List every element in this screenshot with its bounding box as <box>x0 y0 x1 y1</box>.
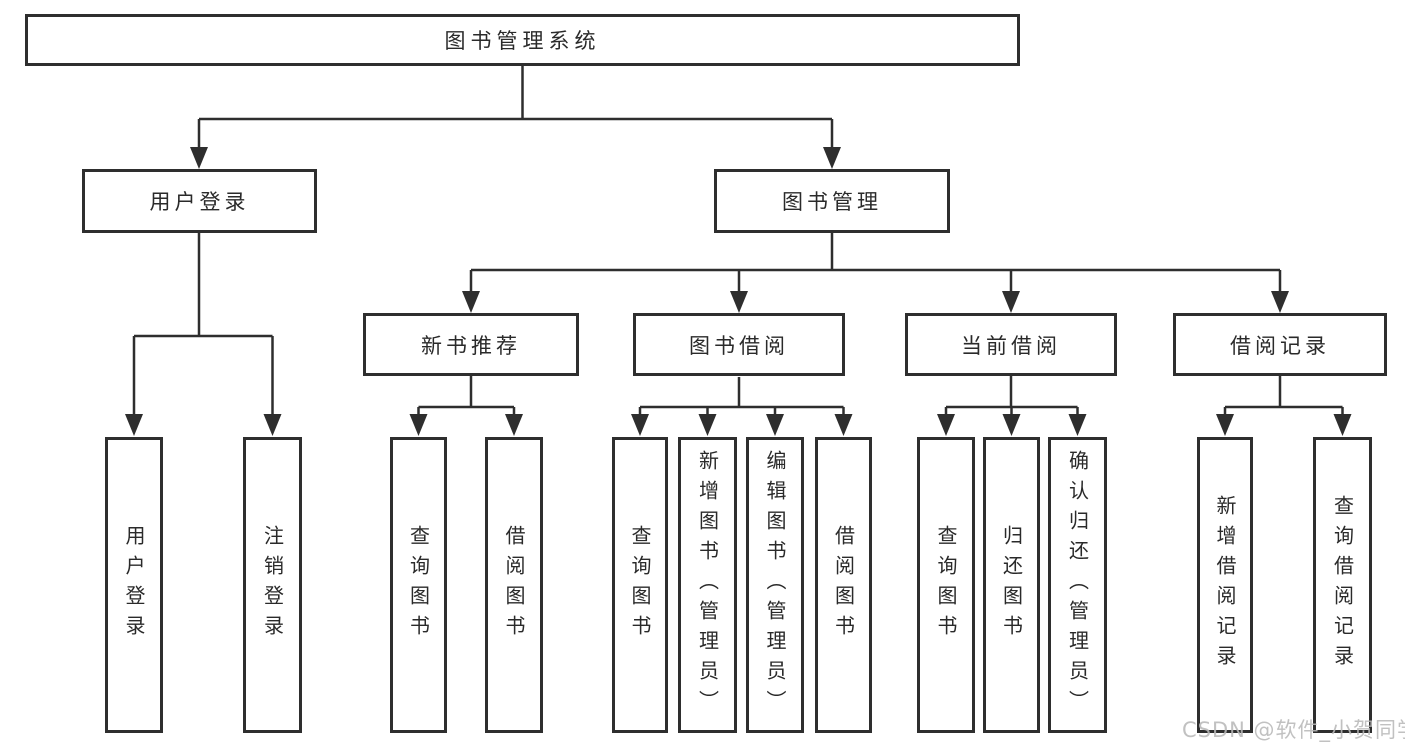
node-label: 用户登录 <box>122 525 146 645</box>
node-leaf-borrow-book-2: 借阅图书 <box>815 437 872 733</box>
node-label: 图书借阅 <box>689 333 789 358</box>
node-label: 用户登录 <box>149 190 250 214</box>
arrow-down-icon <box>190 147 208 169</box>
arrow-down-icon <box>631 414 649 436</box>
arrow-down-icon <box>462 291 480 313</box>
arrow-down-icon <box>1333 414 1352 436</box>
node-leaf-query-book-2: 查询图书 <box>612 437 668 733</box>
node-leaf-borrow-book-1: 借阅图书 <box>485 437 543 733</box>
node-label: 查询借阅记录 <box>1330 495 1355 675</box>
node-root-library-system: 图书管理系统 <box>25 14 1020 66</box>
arrow-stub-lines <box>132 119 1344 419</box>
arrow-down-icon <box>823 147 841 169</box>
arrow-down-icon <box>1216 414 1234 436</box>
node-leaf-query-book-1: 查询图书 <box>390 437 447 733</box>
node-label: 查询图书 <box>628 525 652 645</box>
node-leaf-query-book-3: 查询图书 <box>917 437 975 733</box>
arrow-down-icon <box>1002 414 1021 436</box>
csdn-watermark: CSDN @软件_小贺同学 <box>1182 718 1405 742</box>
arrow-down-icon <box>730 291 748 313</box>
node-label: 新书推荐 <box>421 333 521 358</box>
arrow-down-icon <box>698 414 717 436</box>
node-leaf-add-borrow-record: 新增借阅记录 <box>1197 437 1253 733</box>
node-label: 确认归还（管理员） <box>1065 450 1090 720</box>
node-label: 借阅图书 <box>831 525 856 645</box>
node-label: 图书管理 <box>782 190 882 214</box>
node-label: 当前借阅 <box>961 333 1061 358</box>
arrow-down-icon <box>505 414 523 436</box>
node-label: 借阅记录 <box>1230 333 1330 358</box>
arrow-down-icon <box>937 414 955 436</box>
node-label: 借阅图书 <box>502 525 526 645</box>
arrow-down-icon <box>125 414 143 436</box>
node-leaf-logout: 注销登录 <box>243 437 302 733</box>
node-leaf-query-borrow-record: 查询借阅记录 <box>1313 437 1372 733</box>
arrow-down-icon <box>834 414 853 436</box>
node-leaf-user-login: 用户登录 <box>105 437 163 733</box>
node-borrow-records: 借阅记录 <box>1173 313 1387 376</box>
node-book-management: 图书管理 <box>714 169 950 233</box>
node-leaf-add-book-admin: 新增图书（管理员） <box>678 437 737 733</box>
arrow-down-icon <box>1271 291 1289 313</box>
node-user-login: 用户登录 <box>82 169 317 233</box>
arrow-down-icon <box>1068 414 1087 436</box>
arrow-down-icon <box>766 414 784 436</box>
node-label: 注销登录 <box>260 525 285 645</box>
arrow-down-icon <box>409 414 428 436</box>
node-label: 归还图书 <box>999 525 1024 645</box>
node-label: 新增借阅记录 <box>1213 495 1237 675</box>
node-label: 图书管理系统 <box>444 29 601 53</box>
node-book-borrowing: 图书借阅 <box>633 313 845 376</box>
node-leaf-edit-book-admin: 编辑图书（管理员） <box>746 437 804 733</box>
node-label: 查询图书 <box>406 525 431 645</box>
node-label: 新增图书（管理员） <box>695 450 720 720</box>
node-leaf-return-book: 归还图书 <box>983 437 1040 733</box>
arrow-down-icon <box>263 414 282 436</box>
node-new-book-recommend: 新书推荐 <box>363 313 579 376</box>
node-leaf-confirm-return-admin: 确认归还（管理员） <box>1048 437 1107 733</box>
node-label: 编辑图书（管理员） <box>763 450 787 720</box>
node-label: 查询图书 <box>934 525 958 645</box>
arrow-down-icon <box>1002 291 1020 313</box>
node-current-borrowing: 当前借阅 <box>905 313 1117 376</box>
